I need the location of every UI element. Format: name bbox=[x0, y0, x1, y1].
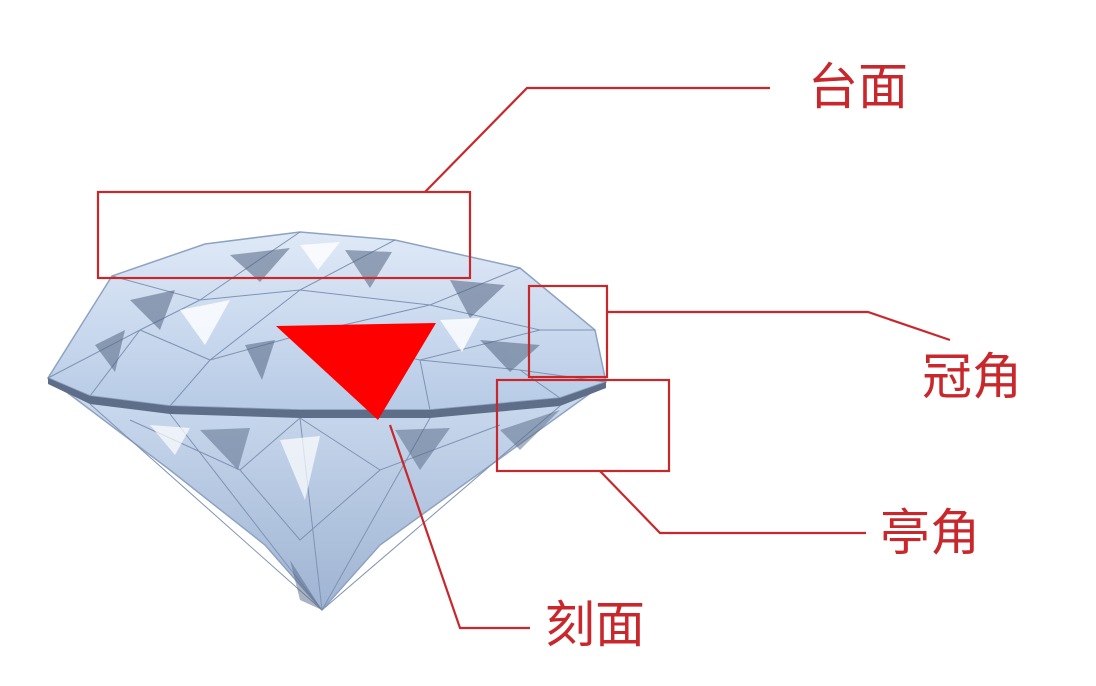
label-pavilion-angle: 亭角 bbox=[880, 504, 980, 562]
diamond bbox=[46, 231, 607, 612]
pavilion-angle-leader-line bbox=[599, 470, 866, 535]
label-facet: 刻面 bbox=[545, 596, 645, 654]
annotations bbox=[96, 86, 951, 630]
table-leader-line bbox=[424, 86, 770, 193]
facet-leader-line bbox=[388, 424, 530, 630]
highlighted-facet-triangle bbox=[276, 323, 436, 420]
crown-angle-box bbox=[527, 284, 609, 379]
diamond-girdle bbox=[48, 378, 606, 418]
pavilion-angle-box bbox=[495, 378, 671, 473]
crown-highlights bbox=[180, 242, 480, 352]
pavilion-highlights bbox=[150, 425, 320, 500]
label-crown-angle: 冠角 bbox=[922, 348, 1022, 406]
diamond-crown bbox=[46, 231, 607, 411]
crown-facets bbox=[47, 231, 607, 411]
label-table: 台面 bbox=[808, 58, 908, 116]
pavilion-shadows bbox=[200, 410, 560, 610]
crown-shadows bbox=[95, 248, 540, 380]
table-box bbox=[96, 190, 472, 280]
crown-angle-leader-line bbox=[607, 310, 951, 342]
